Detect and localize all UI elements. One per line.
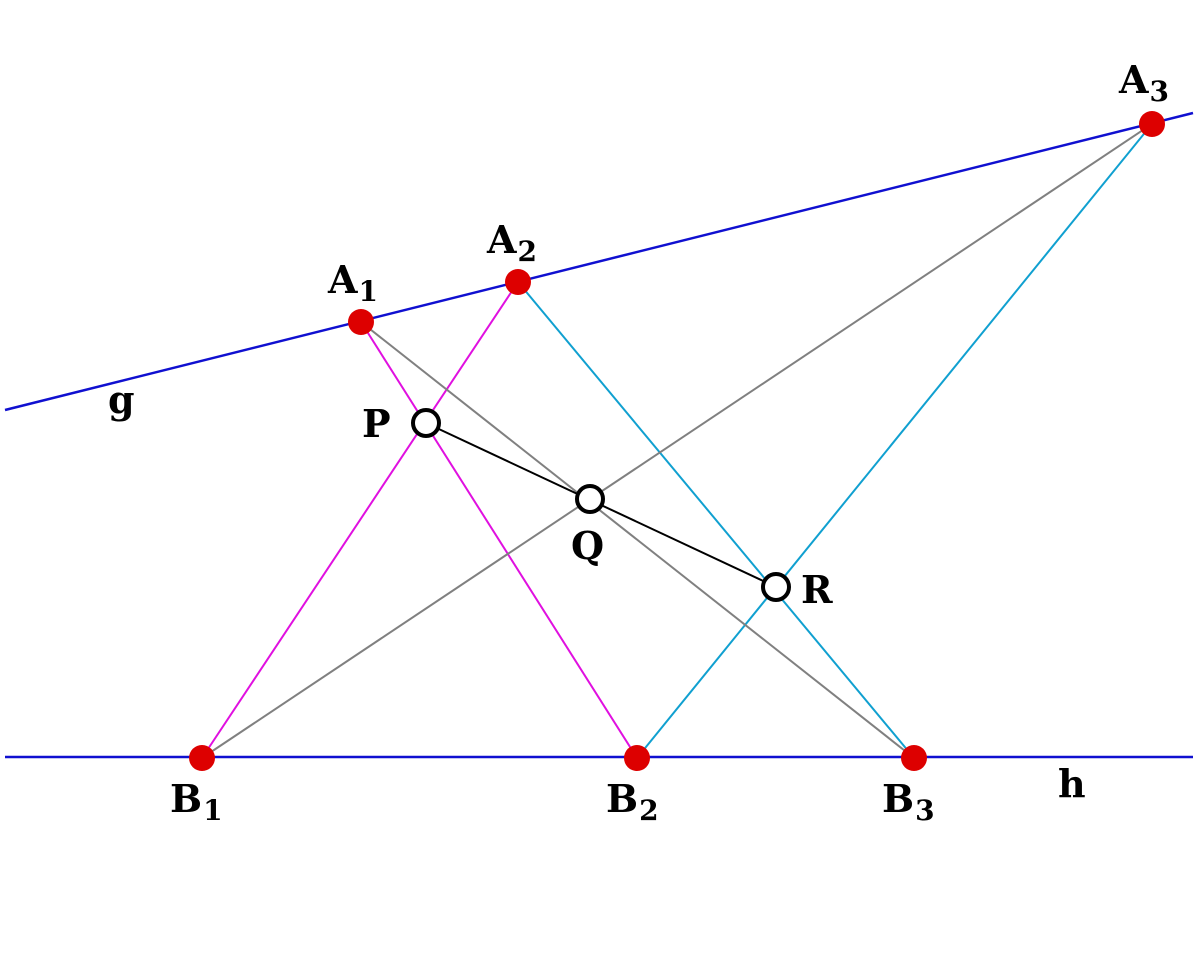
point-a3 [1139,111,1165,137]
label-b1: B1 [170,776,223,827]
point-p [411,408,441,438]
label-line-h: h [1058,761,1086,806]
point-a1 [348,309,374,335]
label-line-g: g [108,377,135,422]
label-a2: A2 [486,217,537,268]
segment-a2-b3 [517,281,915,759]
label-b3: B3 [882,776,935,827]
label-b2: B2 [606,776,659,827]
segment-a2-b1 [201,281,519,759]
point-b2 [624,745,650,771]
label-a3: A3 [1118,57,1169,108]
point-b1 [189,745,215,771]
label-r: R [801,567,833,612]
point-q [575,484,605,514]
segment-a3-b1 [201,123,1153,759]
line-g [4,111,1194,412]
point-r [761,572,791,602]
label-a1: A1 [327,257,378,308]
point-b3 [901,745,927,771]
point-a2 [505,269,531,295]
label-q: Q [571,523,604,568]
label-p: P [362,401,391,446]
segment-a1-b2 [360,321,638,759]
segment-a3-b2 [636,123,1153,759]
segment-a1-b3 [360,321,915,759]
